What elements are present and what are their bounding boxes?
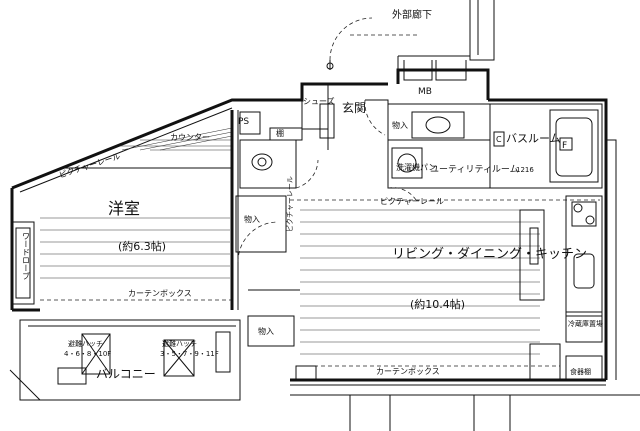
entrance-area xyxy=(269,83,389,150)
western-room-label: 洋室 xyxy=(108,199,140,218)
bath-f-label: F xyxy=(562,141,567,151)
storage-3-label: 物入 xyxy=(392,120,408,130)
storage-1-label: 物入 xyxy=(244,214,260,224)
hatch-1-label: 避難ハッチ xyxy=(68,339,103,348)
ps-label: PS xyxy=(238,117,249,127)
picture-rail-label-2: ピクチャーレール xyxy=(286,176,294,232)
ldk-area xyxy=(290,195,603,431)
balcony-label: バルコニー xyxy=(96,367,156,381)
bath-c-label: C xyxy=(496,135,502,144)
counter-label: カウンター xyxy=(170,133,210,142)
shoe-box-label: シューズ xyxy=(303,96,335,106)
outer-corridor-label: 外部廊下 xyxy=(392,8,432,21)
hatch-2-label: 避難ハッチ xyxy=(162,339,197,348)
wash-pan-label: 洗濯機パン xyxy=(396,162,436,172)
hatch-2-floors: 3・5・7・9・11F xyxy=(160,350,219,358)
shelf-label: 棚 xyxy=(276,128,284,138)
curtain-box-label-2: カーテンボックス xyxy=(376,367,440,376)
bath-size-label: 1216 xyxy=(516,166,534,174)
western-room-area xyxy=(11,110,279,385)
mb-label: MB xyxy=(418,87,432,97)
curtain-box-label-1: カーテンボックス xyxy=(128,289,192,298)
food-storage-label: 食器棚 xyxy=(570,367,591,376)
picture-rail-label-3: ピクチャーレール xyxy=(380,197,444,206)
western-room-size: (約6.3帖) xyxy=(118,239,166,253)
corridor-area xyxy=(326,0,495,84)
ldk-label: リビング・ダイニング・キッチン xyxy=(392,247,587,262)
fridge-space-label: 冷蔵庫置場 xyxy=(568,319,603,328)
entrance-label: 玄関 xyxy=(342,100,366,115)
toilet-area xyxy=(235,111,319,347)
bath-area xyxy=(489,103,603,189)
hatch-1-floors: 4・6・8・10F xyxy=(64,350,111,358)
wardrobe-label: ワードローブ xyxy=(22,232,31,280)
utility-area xyxy=(387,103,491,201)
utility-room-label: ユーティリティルーム xyxy=(430,164,519,175)
bath-room-label: バスルーム xyxy=(506,132,561,145)
storage-2-label: 物入 xyxy=(258,326,274,336)
ldk-size: (約10.4帖) xyxy=(410,297,465,311)
